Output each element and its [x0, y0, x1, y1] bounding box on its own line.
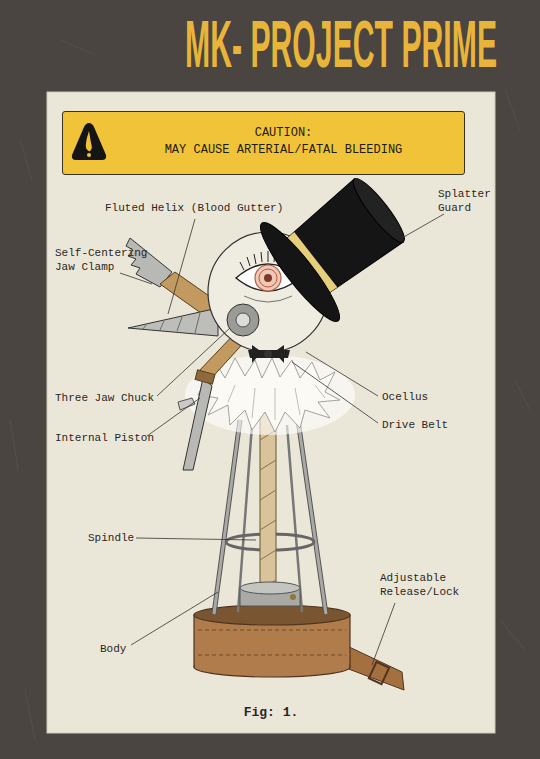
caution-heading: CAUTION:: [107, 125, 460, 142]
paper-card: [47, 92, 495, 733]
part-label: Adjustable Release/Lock: [380, 571, 470, 599]
spindle-rod: [240, 410, 300, 606]
part-label: Body: [100, 642, 126, 656]
part-label: Ocellus: [382, 390, 428, 404]
title: MK- PROJECT PRIME: [185, 6, 497, 82]
background-scratches: [10, 30, 530, 740]
part-label: Self-Centering Jaw Clamp: [55, 246, 155, 274]
caution-text: CAUTION:MAY CAUSE ARTERIAL/FATAL BLEEDIN…: [107, 125, 460, 159]
warning-icon: [70, 121, 108, 163]
part-label: Internal Piston: [55, 431, 154, 445]
caution-body: MAY CAUSE ARTERIAL/FATAL BLEEDING: [107, 142, 460, 159]
figure-caption: Fig: 1.: [244, 705, 299, 720]
caution-box: CAUTION:MAY CAUSE ARTERIAL/FATAL BLEEDIN…: [62, 111, 465, 175]
part-label: Splatter Guard: [438, 187, 494, 215]
part-label: Three Jaw Chuck: [55, 391, 154, 405]
part-label: Spindle: [88, 531, 134, 545]
part-label: Drive Belt: [382, 418, 448, 432]
title-wrap: MK- PROJECT PRIME: [0, 6, 540, 82]
top-hat: [252, 156, 424, 329]
caption-wrap: Fig: 1.: [47, 703, 495, 721]
part-label: Fluted Helix (Blood Gutter): [105, 201, 283, 215]
body-base: [194, 605, 404, 690]
